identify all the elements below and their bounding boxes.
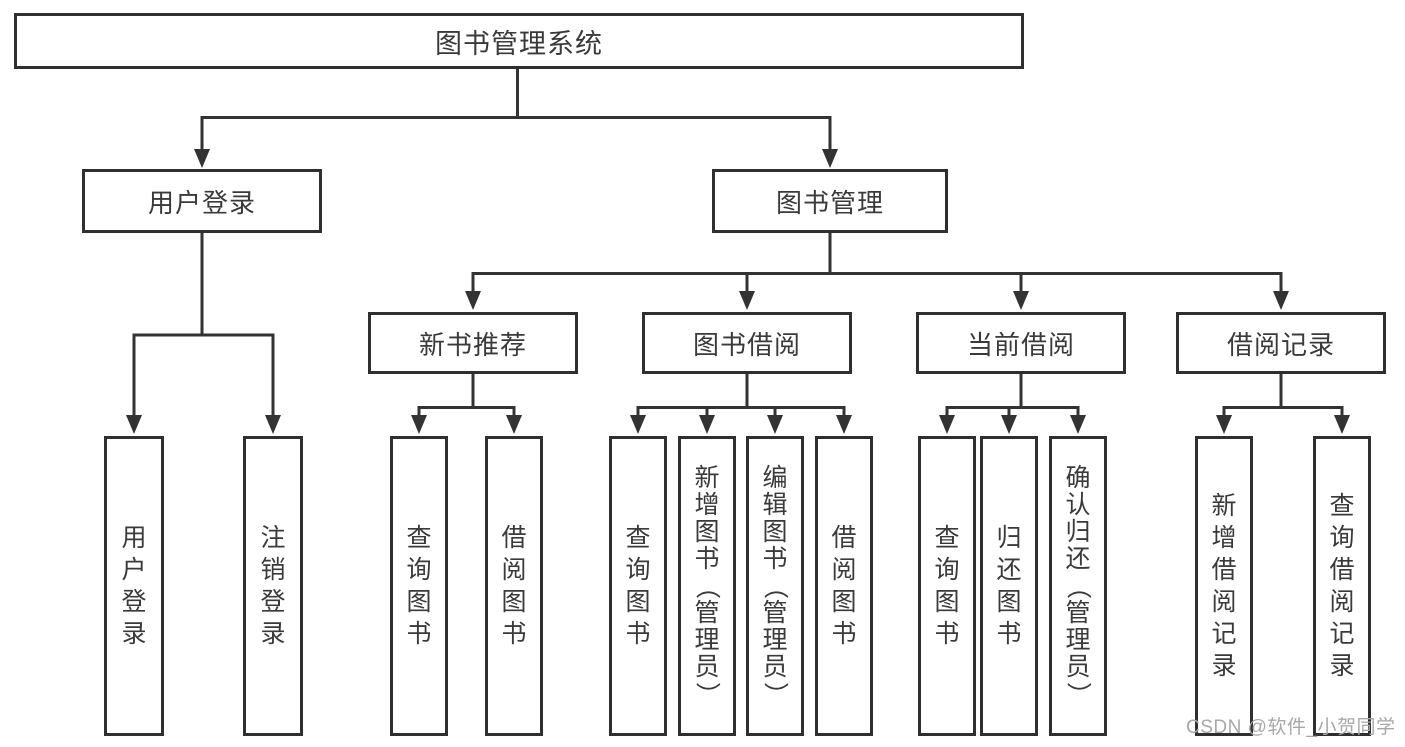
arrowhead-icon xyxy=(1334,415,1350,434)
connector-borrowing-to-leaves xyxy=(636,374,846,418)
arrowhead-icon xyxy=(1070,415,1086,434)
connector-records-to-leaves xyxy=(1222,374,1344,418)
arrowhead-icon xyxy=(822,149,838,168)
node-label: 借阅记录 xyxy=(1226,329,1335,360)
node-query-books-borrowing: 查询图书 xyxy=(609,436,667,736)
node-query-books-current: 查询图书 xyxy=(918,436,976,736)
node-confirm-return-admin: 确认归还（管理员） xyxy=(1049,436,1107,736)
node-label: 图书管理系统 xyxy=(435,28,603,59)
node-borrow-books: 借阅图书 xyxy=(815,436,873,736)
node-book-borrowing: 图书借阅 xyxy=(642,312,852,374)
arrowhead-icon xyxy=(506,415,522,434)
arrowhead-icon xyxy=(836,415,852,434)
arrowhead-icon xyxy=(1001,415,1017,434)
arrowhead-icon xyxy=(411,415,427,434)
arrowhead-icon xyxy=(767,415,783,434)
arrowhead-icon xyxy=(126,415,142,434)
connector-newbooks-to-leaves xyxy=(417,374,516,418)
watermark-text: CSDN @软件_小贺同学 xyxy=(1186,717,1396,738)
arrowhead-icon xyxy=(699,415,715,434)
node-library-management-system: 图书管理系统 xyxy=(14,13,1024,69)
connector-userlogin-to-leaves xyxy=(132,233,275,418)
arrowhead-icon xyxy=(630,415,646,434)
arrowhead-icon xyxy=(1216,415,1232,434)
arrowhead-icon xyxy=(465,291,481,310)
arrowhead-icon xyxy=(194,149,210,168)
node-current-borrowing: 当前借阅 xyxy=(916,312,1126,374)
node-label: 新书推荐 xyxy=(418,329,527,360)
node-borrowing-records: 借阅记录 xyxy=(1176,312,1386,374)
node-label: 当前借阅 xyxy=(966,329,1075,360)
node-label: 图书借阅 xyxy=(692,329,801,360)
arrowhead-icon xyxy=(265,415,281,434)
node-label: 用户登录 xyxy=(147,187,256,218)
node-book-management: 图书管理 xyxy=(712,169,948,233)
node-logout: 注销登录 xyxy=(243,436,303,736)
node-user-login-leaf: 用户登录 xyxy=(104,436,164,736)
node-add-books-admin: 新增图书（管理员） xyxy=(678,436,736,736)
arrowhead-icon xyxy=(1273,291,1289,310)
node-new-book-recommendation: 新书推荐 xyxy=(368,312,578,374)
node-add-borrow-record: 新增借阅记录 xyxy=(1195,436,1253,736)
node-label: 图书管理 xyxy=(775,187,884,218)
connector-root-to-level2 xyxy=(200,69,832,152)
node-query-borrow-record: 查询借阅记录 xyxy=(1313,436,1371,736)
node-return-books: 归还图书 xyxy=(980,436,1038,736)
connector-current-to-leaves xyxy=(945,374,1080,418)
connector-bookmgmt-to-level3 xyxy=(471,233,1283,294)
node-borrow-books-recommend: 借阅图书 xyxy=(485,436,543,736)
arrowhead-icon xyxy=(1013,291,1029,310)
node-user-login: 用户登录 xyxy=(82,169,322,233)
arrowhead-icon xyxy=(939,415,955,434)
node-edit-books-admin: 编辑图书（管理员） xyxy=(746,436,804,736)
arrowhead-icon xyxy=(739,291,755,310)
node-query-books-recommend: 查询图书 xyxy=(390,436,448,736)
